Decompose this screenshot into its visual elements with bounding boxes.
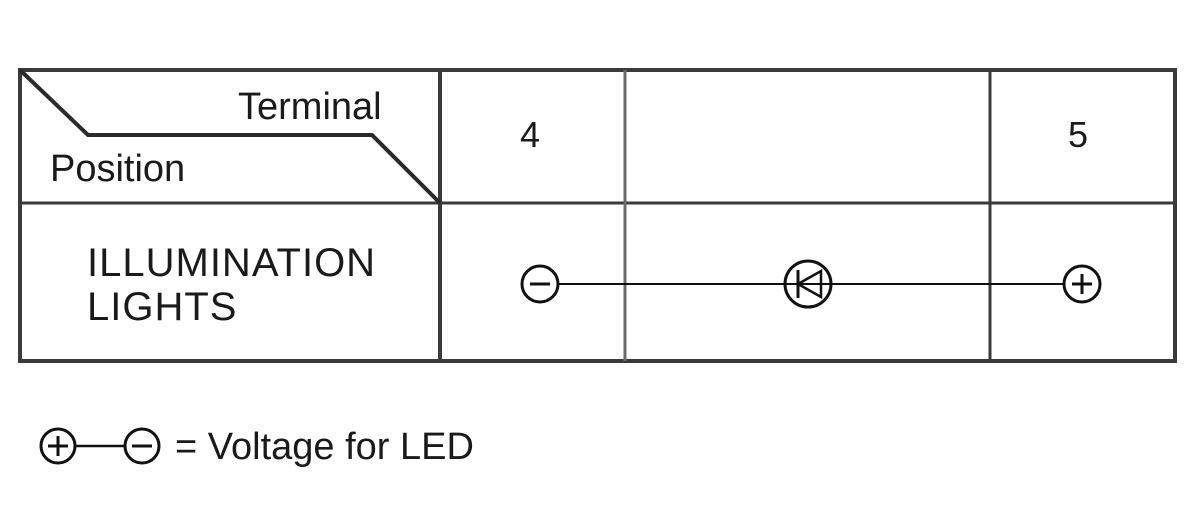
terminal-4-header: 4 bbox=[520, 114, 541, 155]
header-position-label: Position bbox=[50, 148, 186, 190]
legend-plus-icon bbox=[39, 427, 77, 465]
terminal-5-header: 5 bbox=[1068, 114, 1089, 155]
row-label-line1: ILLUMINATION bbox=[87, 241, 377, 285]
minus-icon bbox=[520, 264, 560, 304]
table-border bbox=[18, 68, 1177, 363]
legend-text: = Voltage for LED bbox=[175, 426, 474, 468]
led-diode-icon bbox=[783, 259, 833, 309]
plus-icon bbox=[1062, 264, 1102, 304]
header-diagonal-separator bbox=[18, 68, 442, 205]
header-terminal-label: Terminal bbox=[238, 86, 382, 128]
row-label-line2: LIGHTS bbox=[87, 285, 238, 329]
legend-minus-icon bbox=[123, 427, 161, 465]
